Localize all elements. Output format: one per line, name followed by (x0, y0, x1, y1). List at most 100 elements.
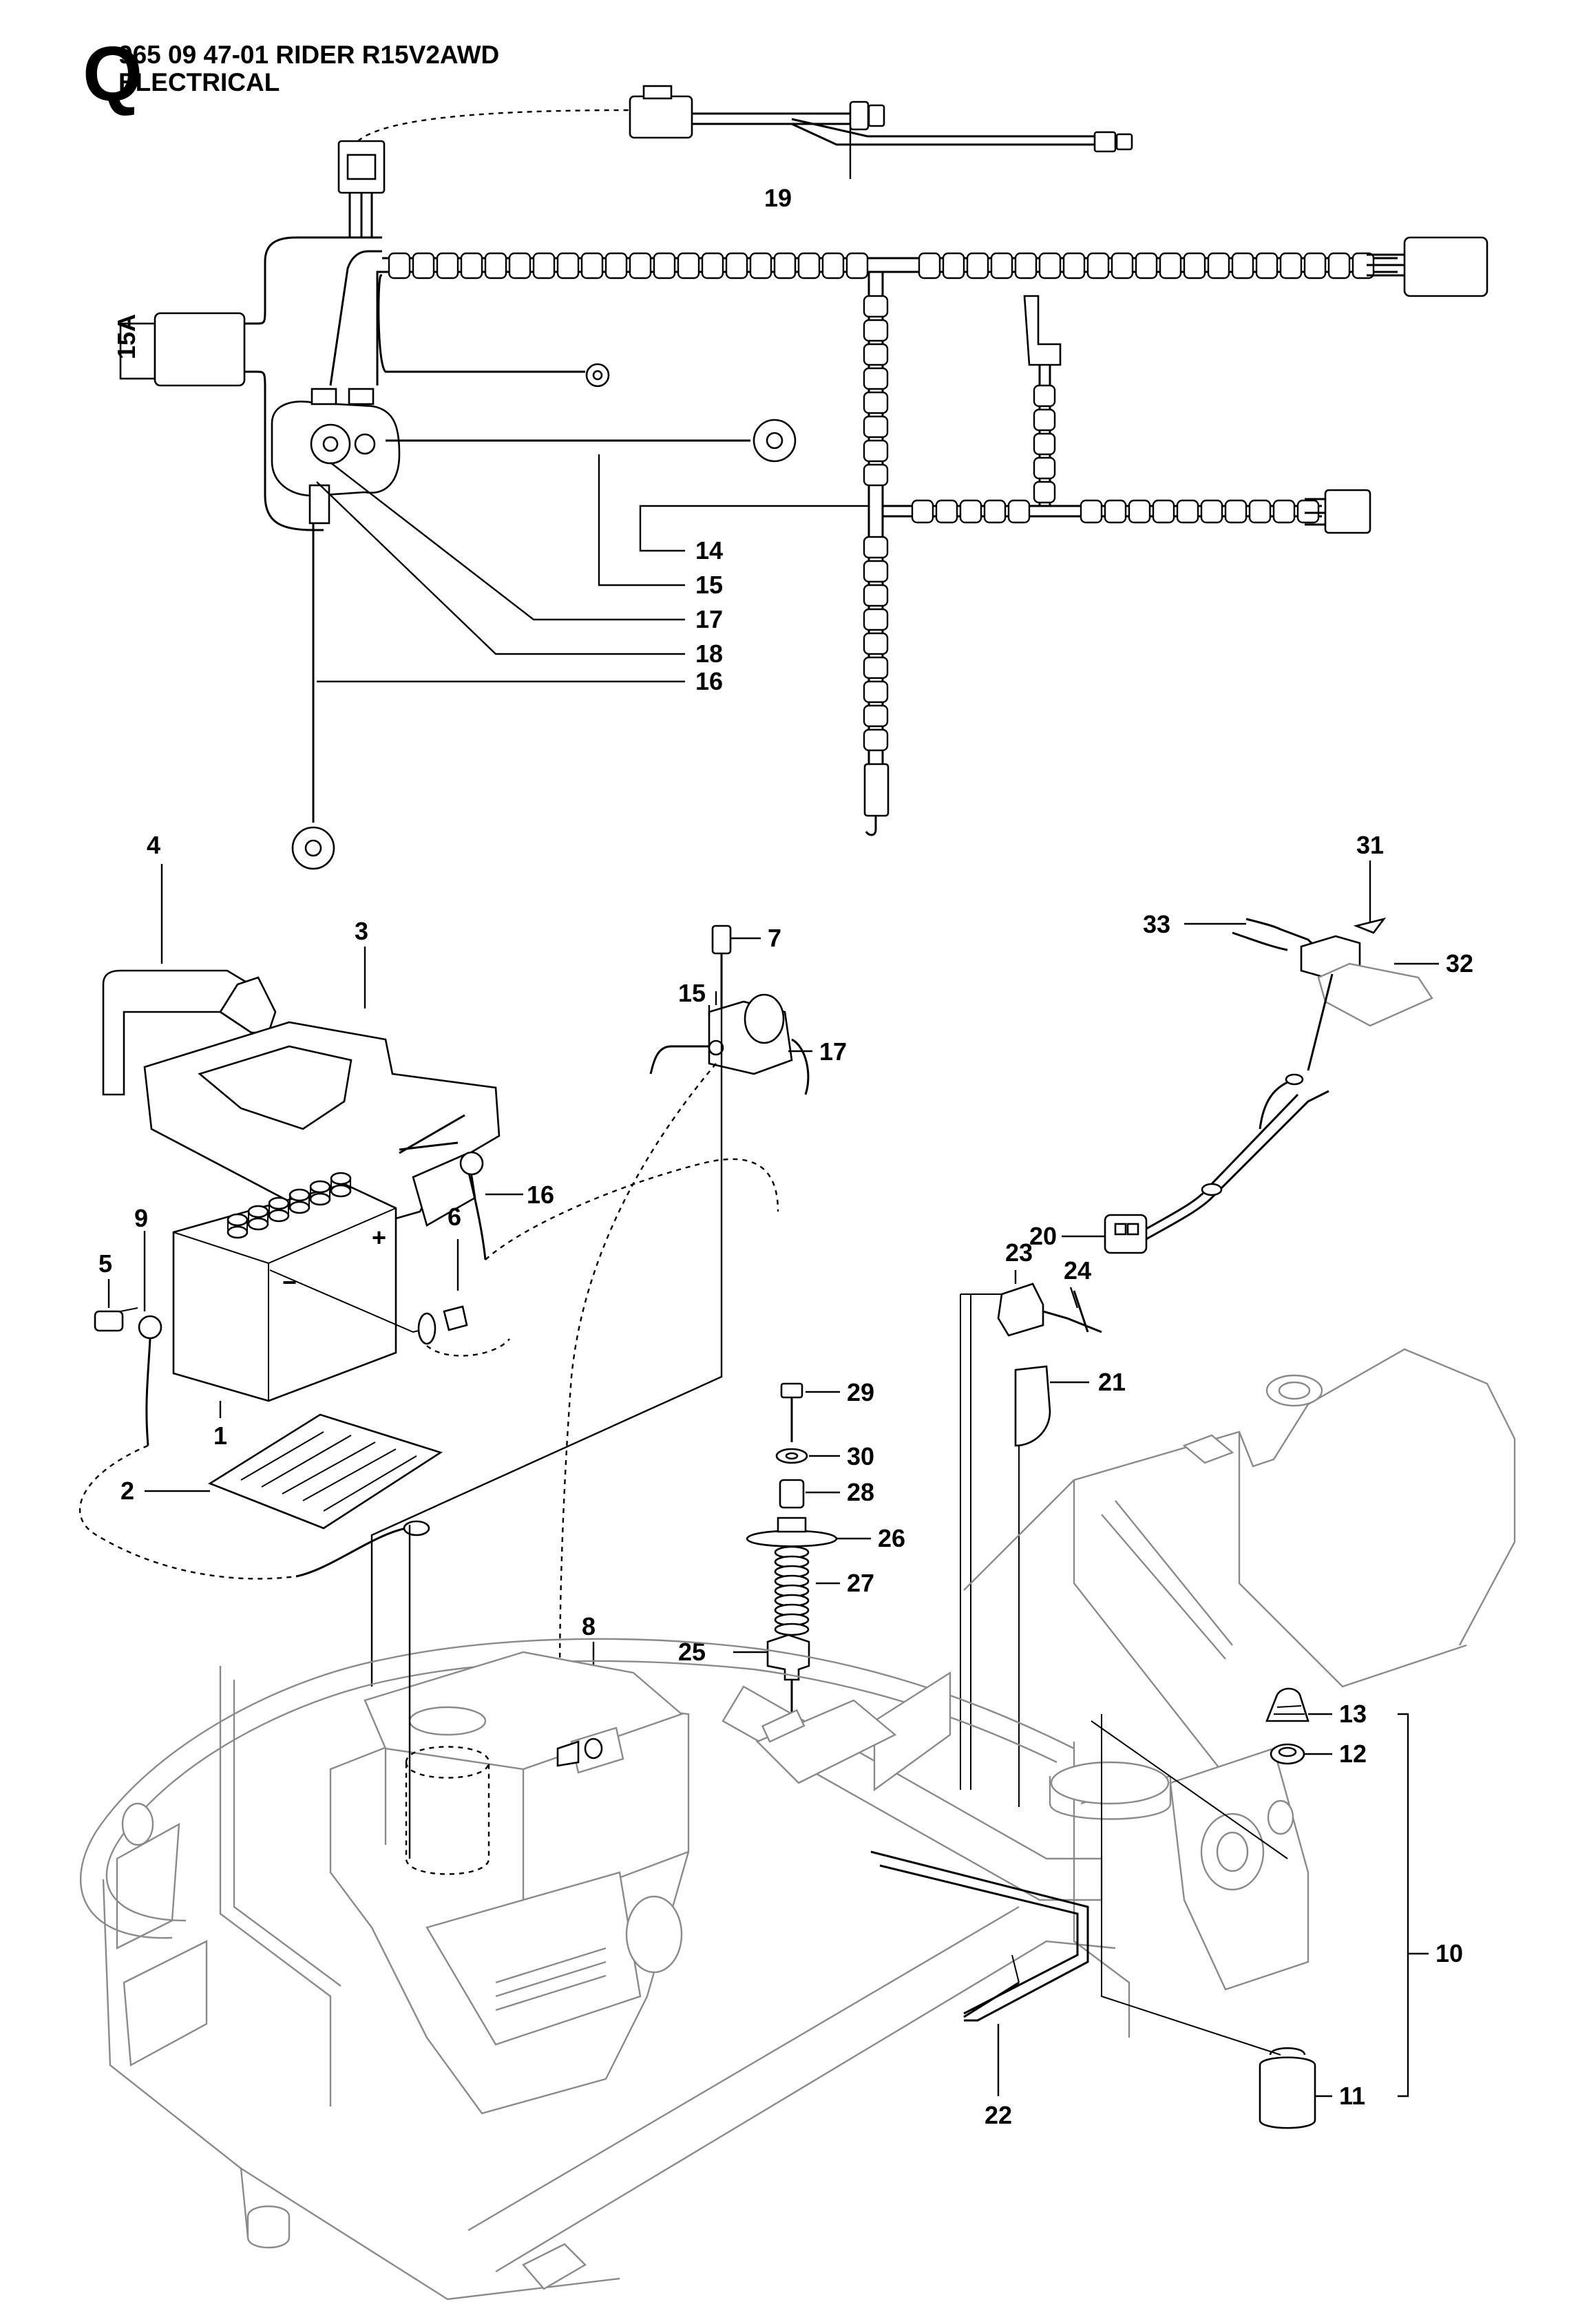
battery-cell-cap (309, 1192, 331, 1206)
harness-bead (911, 499, 934, 524)
harness-bead (1128, 499, 1151, 524)
battery-cell-cap (247, 1217, 269, 1231)
battery-cell-cap-top (309, 1180, 331, 1194)
seat-switch-stack (733, 1382, 871, 1728)
callout-17: 17 (695, 605, 723, 633)
section-letter: Q (83, 31, 143, 117)
callout-29: 29 (847, 1378, 874, 1406)
harness-bead (1104, 499, 1127, 524)
battery-cable-set (78, 1114, 779, 1580)
callout-18: 18 (695, 640, 723, 668)
harness-bead (863, 560, 889, 583)
main-harness-trunk (382, 236, 1488, 297)
callout-27: 27 (847, 1569, 874, 1597)
harness-bead (1007, 499, 1031, 524)
seat-switch-harness (1104, 917, 1433, 1254)
battery-cell-cap-top (247, 1205, 269, 1218)
callout-22: 22 (985, 2101, 1012, 2129)
callout-11: 11 (1339, 2082, 1365, 2110)
harness-bead (1224, 499, 1248, 524)
harness-bead (935, 499, 958, 524)
callout-14: 14 (695, 536, 723, 564)
callout-15: 15 (695, 571, 723, 599)
harness-bead (959, 499, 982, 524)
harness-bead (1014, 252, 1038, 279)
harness-bead (532, 252, 556, 279)
harness-bead (484, 252, 507, 279)
harness-bead (1200, 499, 1223, 524)
harness-bead (725, 252, 748, 279)
harness-bead (580, 252, 604, 279)
harness-bead (412, 252, 435, 279)
wire-22 (870, 1850, 1089, 2096)
callout-1: 1 (213, 1422, 227, 1450)
harness-bead (604, 252, 628, 279)
harness-bead (653, 252, 676, 279)
callout-19: 19 (764, 184, 792, 212)
harness-bead (1255, 252, 1279, 279)
section-title: ELECTRICAL (118, 68, 280, 96)
harness-bead (863, 608, 889, 631)
harness-bead (1176, 499, 1199, 524)
battery-cell-cap-top (288, 1188, 311, 1202)
terminal-plus: + (372, 1223, 386, 1251)
harness-bead (863, 295, 889, 318)
harness-bead (1159, 252, 1182, 279)
battery-1: + − (172, 1172, 397, 1418)
harness-bead (388, 252, 411, 279)
callout-7: 7 (768, 924, 781, 952)
harness-bead (436, 252, 459, 279)
harness-bead (1033, 432, 1056, 456)
battery-cell-cap (268, 1209, 290, 1223)
harness-bead (1062, 252, 1086, 279)
battery-cell-cap (288, 1201, 311, 1214)
starter-solenoid (271, 388, 401, 525)
callout-23: 23 (1005, 1238, 1033, 1267)
harness-bead (863, 632, 889, 655)
harness-bead (863, 536, 889, 559)
callout-17b: 17 (819, 1037, 847, 1066)
harness-bead (1231, 252, 1254, 279)
harness-bead (629, 252, 652, 279)
wiring-harness: 15A (112, 85, 1488, 870)
callout-5: 5 (98, 1249, 112, 1278)
callout-30: 30 (847, 1442, 874, 1470)
spring-coil (774, 1623, 810, 1636)
callout-26: 26 (878, 1524, 905, 1552)
terminal-minus: − (282, 1268, 297, 1296)
harness-bead (821, 252, 845, 279)
callout-9: 9 (134, 1204, 148, 1232)
harness-bead (863, 584, 889, 607)
callout-6: 6 (448, 1203, 461, 1231)
knob-assembly (1091, 1687, 1429, 2129)
harness-bead (983, 499, 1007, 524)
tractor-chassis (80, 1348, 1516, 2301)
callout-20: 20 (1029, 1222, 1057, 1250)
callout-32: 32 (1446, 949, 1473, 978)
callout-3: 3 (355, 917, 368, 945)
harness-bead (863, 704, 889, 728)
harness-bead (773, 252, 797, 279)
harness-bead (1296, 499, 1320, 524)
callout-2: 2 (120, 1477, 134, 1505)
harness-bead (1080, 499, 1103, 524)
sub-harness-19 (629, 85, 1133, 153)
harness-bead (863, 463, 889, 487)
callout-24: 24 (1064, 1256, 1091, 1285)
battery-holddown-4 (102, 864, 277, 1096)
harness-bead (1135, 252, 1158, 279)
battery-cell-cap-top (227, 1213, 249, 1227)
callout-13: 13 (1339, 1700, 1367, 1728)
harness-bead (1086, 252, 1110, 279)
callout-33: 33 (1143, 910, 1170, 938)
harness-bead (1207, 252, 1230, 279)
harness-bead (1038, 252, 1062, 279)
harness-bead (863, 680, 889, 704)
harness-bead (863, 415, 889, 439)
callout-12: 12 (1339, 1740, 1367, 1768)
harness-bead (1327, 252, 1351, 279)
harness-bead (677, 252, 700, 279)
harness-bead (1033, 480, 1056, 504)
